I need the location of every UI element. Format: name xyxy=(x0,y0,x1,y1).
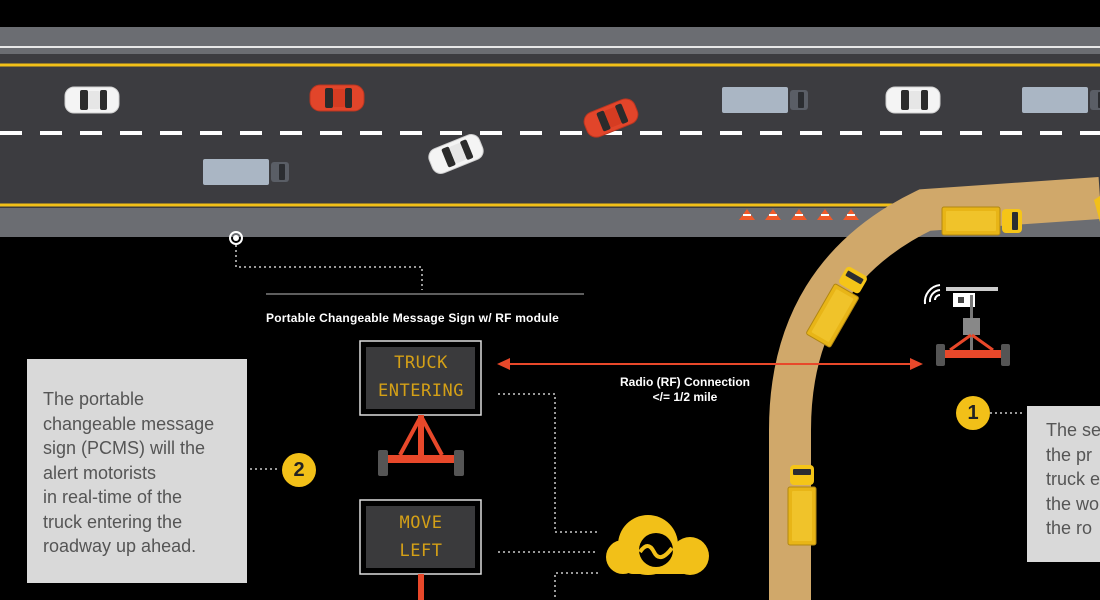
rf-connection-label: Radio (RF) Connection </= 1/2 mile xyxy=(600,375,770,405)
callout-sensor-line: the wo xyxy=(1046,493,1100,514)
step-number-badge-2: 2 xyxy=(282,453,316,487)
top-shoulder xyxy=(0,27,1100,54)
pcms-sign-2-post xyxy=(418,574,424,600)
step-number-badge-1: 1 xyxy=(956,396,990,430)
truck-icon xyxy=(1094,196,1100,222)
callout-sensor-line: truck e xyxy=(1046,469,1100,489)
callout-pcms-line: sign (PCMS) will the xyxy=(43,438,206,458)
rf-arrow-left xyxy=(497,358,510,370)
callout-pcms: The portable changeable message sign (PC… xyxy=(27,359,247,583)
rf-connection-label-line-2: </= 1/2 mile xyxy=(652,390,718,404)
location-marker-dot xyxy=(233,235,239,241)
callout-pcms-line: alert motorists xyxy=(43,462,157,483)
pcms-sign-1-post xyxy=(418,415,424,455)
marker-connector xyxy=(235,245,423,290)
pcms1-cloud-connector xyxy=(498,393,598,533)
pcms-sign-2-display xyxy=(366,506,475,568)
sensor-trailer-icon xyxy=(936,287,1010,366)
car-icon xyxy=(64,86,120,114)
pcms-title: Portable Changeable Message Sign w/ RF m… xyxy=(266,311,560,325)
wifi-signal-icon xyxy=(923,284,941,305)
callout-sensor: The se the pr truck e the wo the ro xyxy=(1027,406,1100,562)
car-icon xyxy=(885,86,941,114)
pcms-sign-2-line-2: LEFT xyxy=(399,541,443,561)
callout-pcms-line: changeable message xyxy=(43,413,215,434)
truck-icon xyxy=(203,159,289,185)
pcms-sign-1-line-2: ENTERING xyxy=(378,381,464,401)
truck-icon xyxy=(787,464,817,546)
callout-pcms-line: truck entering the xyxy=(43,511,183,532)
car-icon xyxy=(309,84,365,112)
rf-arrow-right xyxy=(910,358,923,370)
callout-pcms-line: roadway up ahead. xyxy=(43,536,197,556)
pcms-sign-1-brace xyxy=(398,417,444,456)
truck-icon xyxy=(722,87,808,113)
callout-sensor-line: the ro xyxy=(1046,518,1093,538)
callout-sensor-line: The se xyxy=(1046,420,1100,440)
pcms-sign-2-message: MOVE LEFT xyxy=(366,509,476,565)
callout-pcms-line: The portable xyxy=(43,389,145,409)
location-marker xyxy=(229,231,243,245)
truck-icon xyxy=(941,206,1023,236)
callout-pcms-line: in real-time of the xyxy=(43,487,183,507)
callout-sensor-line: the pr xyxy=(1046,444,1093,465)
pcms-sign-1-display xyxy=(366,347,475,409)
pcms-sign-1-wheel xyxy=(378,450,388,476)
pcms-sign-1-axle xyxy=(385,455,457,463)
pcms-sign-1-line-1: TRUCK xyxy=(394,353,448,373)
cloud-connector-down xyxy=(554,572,598,600)
cloud-icon xyxy=(606,515,709,575)
rf-connection-label-line-1: Radio (RF) Connection xyxy=(620,375,750,389)
pcms-sign-2-line-1: MOVE xyxy=(399,513,443,533)
pcms-sign-1-wheel xyxy=(454,450,464,476)
access-road xyxy=(769,177,1100,600)
pcms-sign-1-message: TRUCK ENTERING xyxy=(366,349,476,405)
